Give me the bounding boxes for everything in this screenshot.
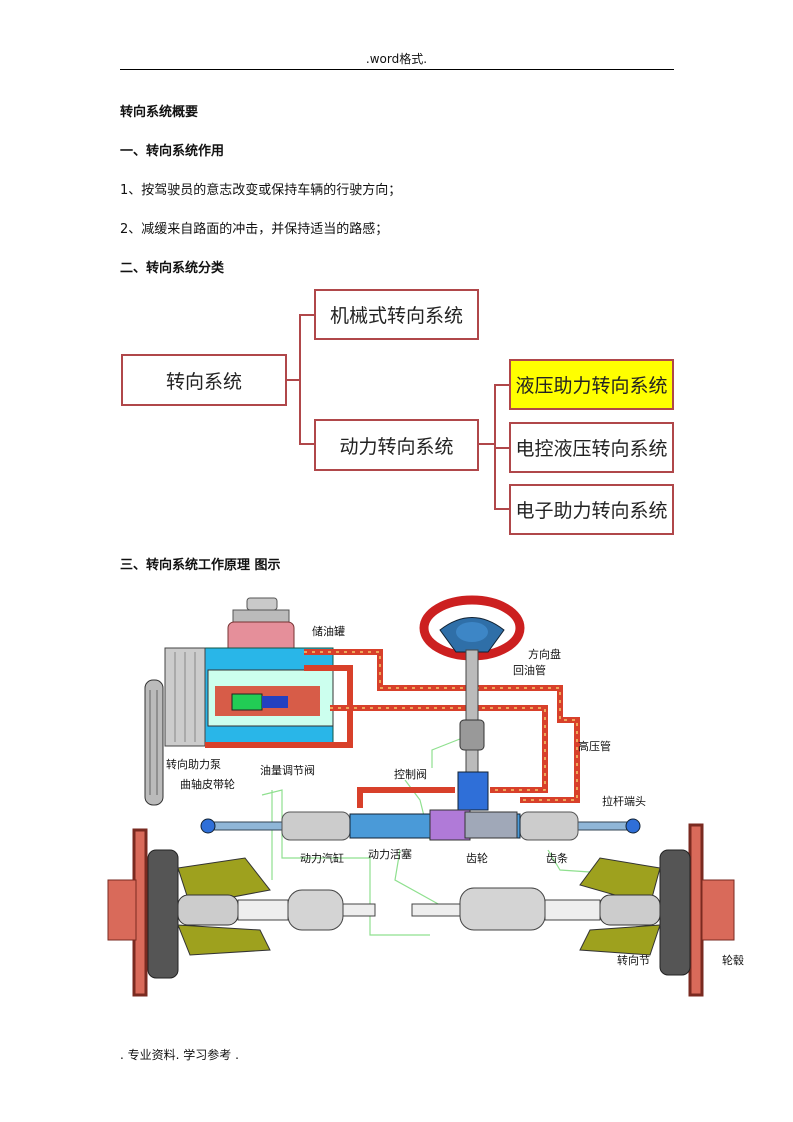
tree-electric-box: 电子助力转向系统 (509, 484, 674, 535)
left-wheel-icon (107, 828, 376, 997)
connector (494, 447, 510, 449)
label-tie-rod-end: 拉杆端头 (602, 795, 646, 808)
section1-item-1: 1、按驾驶员的意志改变或保持车辆的行驶方向； (120, 183, 402, 198)
section3-heading: 三、转向系统工作原理 图示 (120, 558, 281, 573)
label-control-valve: 控制阀 (394, 768, 427, 781)
steering-column-icon (457, 649, 489, 811)
label-power-piston: 动力活塞 (368, 848, 412, 861)
connector (286, 379, 300, 381)
label-knuckle: 转向节 (617, 954, 650, 967)
connector (494, 384, 496, 509)
right-wheel-icon (411, 823, 735, 997)
doc-title: 转向系统概要 (120, 105, 199, 120)
label-reservoir: 储油罐 (312, 625, 345, 638)
connector (494, 508, 510, 510)
tree-electro-hydraulic-box: 电控液压转向系统 (509, 422, 674, 473)
page-footer: . 专业资料. 学习参考 . (120, 1048, 239, 1062)
label-crank-pulley: 曲轴皮带轮 (180, 778, 235, 791)
label-steering-wheel: 方向盘 (528, 648, 561, 661)
tree-hydraulic-box: 液压助力转向系统 (509, 359, 674, 410)
tree-power-box: 动力转向系统 (314, 419, 479, 471)
section2-heading: 二、转向系统分类 (120, 261, 225, 276)
header-rule (120, 69, 674, 70)
connector (299, 443, 315, 445)
label-hub: 轮毂 (722, 954, 744, 967)
crank-pulley-icon (144, 679, 164, 806)
section1-heading: 一、转向系统作用 (120, 144, 225, 159)
leader-lines (261, 734, 591, 936)
connector (478, 443, 495, 445)
label-flow-valve: 油量调节阀 (260, 764, 315, 777)
connector (299, 314, 315, 316)
rack-assembly-icon (200, 809, 641, 841)
connector (299, 314, 301, 444)
page-header: .word格式. (365, 52, 428, 66)
label-return-pipe: 回油管 (513, 664, 546, 677)
label-power-cylinder: 动力汽缸 (300, 852, 344, 865)
label-gear: 齿轮 (466, 852, 488, 865)
label-rack: 齿条 (546, 852, 568, 865)
tree-root-box: 转向系统 (121, 354, 287, 406)
label-pump: 转向助力泵 (166, 758, 221, 771)
tree-mechanical-box: 机械式转向系统 (314, 289, 479, 340)
pump-icon (164, 647, 334, 747)
steering-wheel-icon (419, 595, 525, 661)
section1-item-2: 2、减缓来自路面的冲击，并保持适当的路感； (120, 222, 389, 237)
label-high-pressure-pipe: 高压管 (578, 740, 611, 753)
connector (494, 384, 510, 386)
